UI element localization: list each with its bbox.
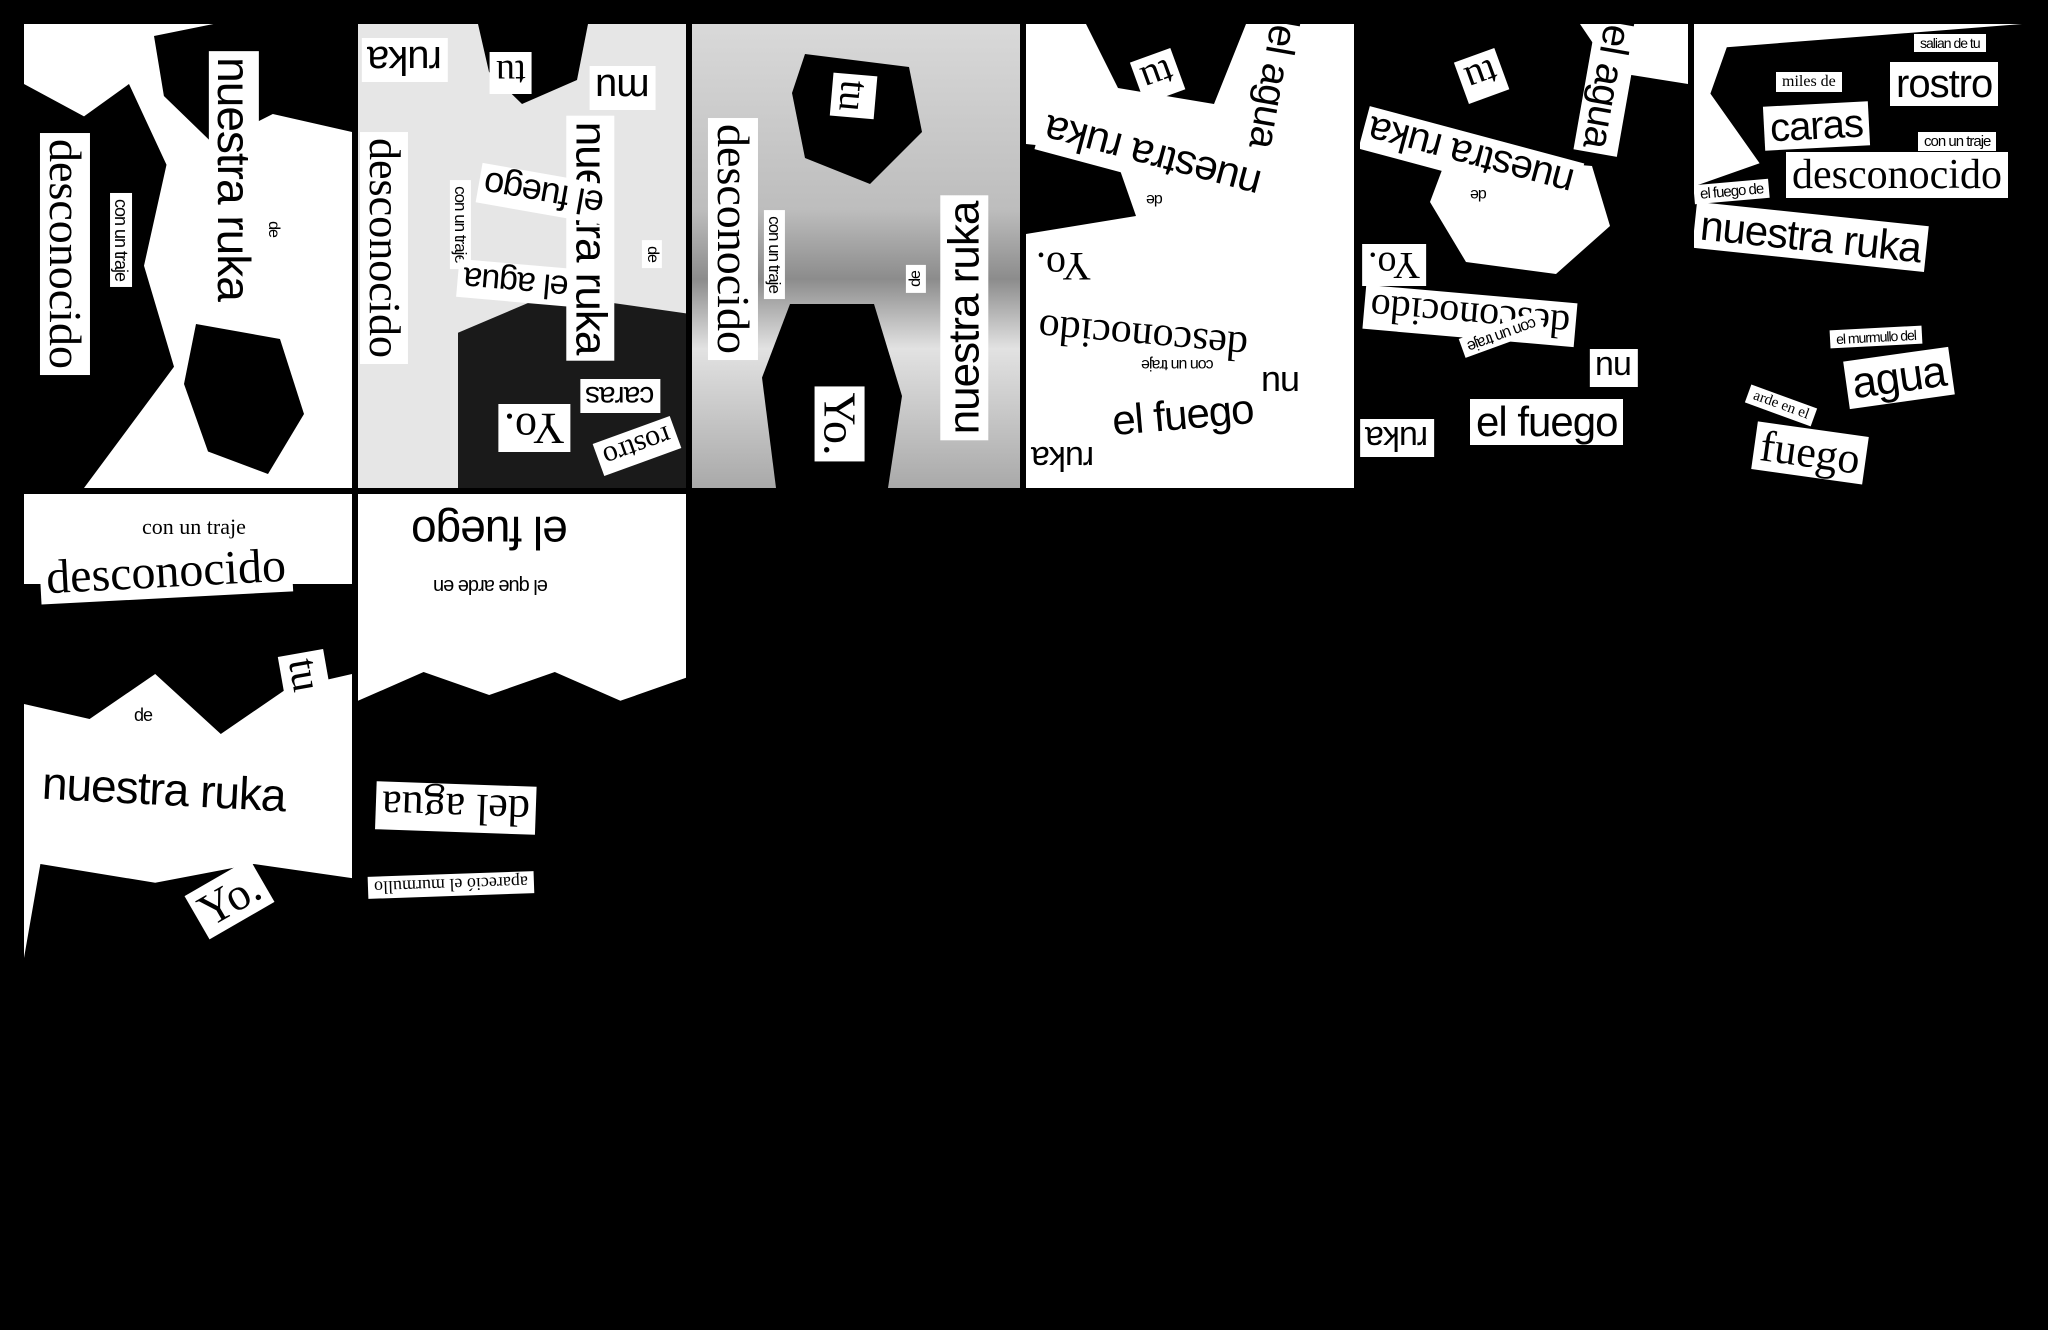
scrap-nu: nu [1590,349,1638,387]
collage-card-7[interactable]: con un traje desconocido tu de nuestra r… [24,494,352,958]
scrap-del-agua: del agua [1573,24,1645,158]
collage-card-1[interactable]: nuestra ruka desconocido con un traje de [24,24,352,488]
scrap-el-que-arde-en: el que arde en [428,574,554,598]
scrap-desconocido: desconocido [1786,152,2008,198]
scrap-con-un-traje: con un traje [449,180,471,269]
torn-black-shape [792,54,922,184]
scrap-nuestra-ruka: nuestra ruka [208,51,260,307]
scrap-yo: Yo. [814,386,866,462]
scrap-con-un-traje: con un traje [1918,132,1997,151]
scrap-rostro: rostro [1890,62,1999,106]
collage-card-4[interactable]: tu del agua nuestra ruka de Yo. desconoc… [1026,24,1354,488]
scrap-tu: tu [490,52,532,94]
scrap-salian-de-tu: salian de tu [1914,34,1986,52]
scrap-el-fuego: el fuego [1104,385,1262,445]
scrap-de: de [1465,184,1493,204]
scrap-de: de [128,704,159,726]
scrap-desconocido: desconocido [359,132,409,364]
scrap-nuestra-ruka: nuestra ruka [939,195,989,441]
collage-card-8[interactable]: el fuego el que arde en del agua apareci… [358,494,686,960]
collage-card-3[interactable]: desconocido con un traje tu de nuestra r… [692,24,1020,488]
scrap-con-un-traje: con un traje [1136,354,1220,374]
scrap-caras: caras [1762,101,1870,151]
scrap-yo: Yo. [1362,244,1427,286]
scrap-yo: Yo. [1030,244,1097,289]
collage-card-2[interactable]: ruka tu mu desconocido con un traje nues… [358,24,686,488]
scrap-de: de [905,265,926,293]
scrap-el-fuego: el fuego [1470,399,1624,445]
scrap-de: de [641,240,662,268]
scrap-con-un-traje: con un traje [136,514,252,540]
scrap-el-agua: el agua [456,258,576,308]
scrap-ruka: ruka [1026,439,1101,477]
scrap-de: de [262,215,283,243]
scrap-del-agua: del agua [1239,24,1311,158]
torn-black-shape [184,324,304,474]
torn-black-shape [24,864,352,958]
scrap-tu: tu [277,649,331,701]
scrap-desconocido: desconocido [707,118,759,360]
collage-card-6[interactable]: salian de tu miles de caras rostro con u… [1694,24,2022,488]
scrap-yo: Yo. [498,404,571,453]
scrap-ruka: ruka [362,38,448,82]
scrap-tu: tu [1453,47,1510,105]
scrap-miles-de: miles de [1776,72,1842,92]
scrap-con-un-traje: con un traje [110,192,133,288]
scrap-mu: mu [590,66,656,110]
scrap-nu: nu [1256,364,1307,405]
scrap-el-fuego: el fuego [406,507,574,559]
collage-card-5[interactable]: tu del agua nuestra ruka de Yo. desconoc… [1360,24,1688,488]
scrap-caras: caras [580,379,661,413]
scrap-del-agua: del agua [375,781,537,836]
scrap-de: de [1141,189,1169,209]
scrap-tu: tu [829,72,878,120]
scrap-nuestra-ruka: nuestra ruka [566,115,615,361]
scrap-con-un-traje: con un traje [763,210,785,299]
scrap-nuestra-ruka: nuestra ruka [34,757,293,821]
scrap-desconocido: desconocido [39,133,91,375]
scrap-ruka: ruka [1360,419,1435,457]
